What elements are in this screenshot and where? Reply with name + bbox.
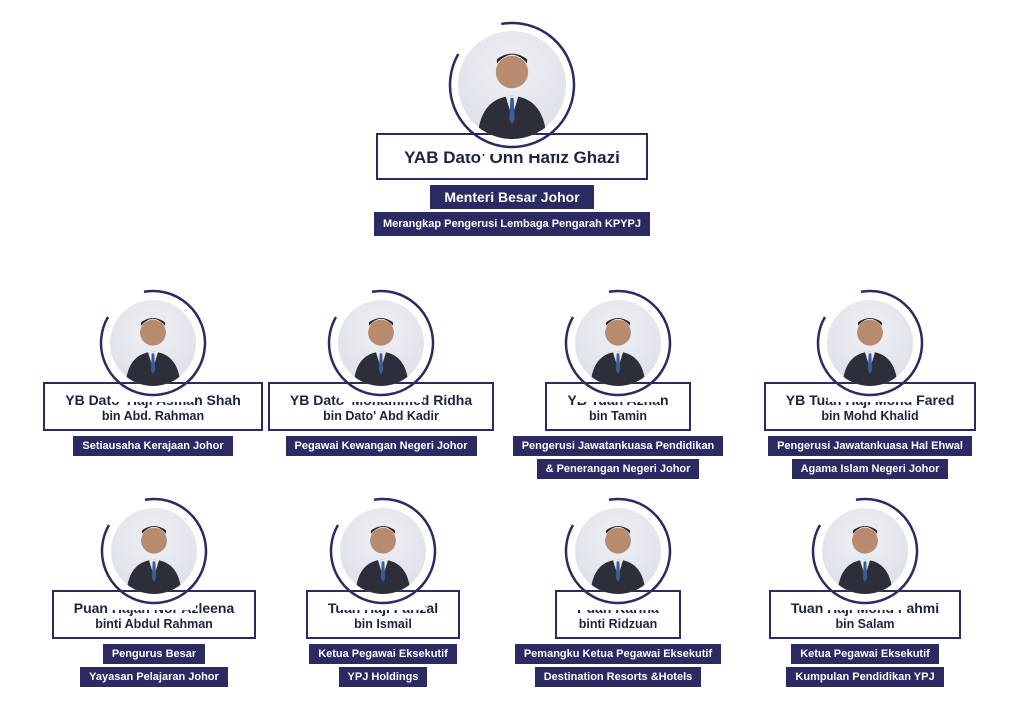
person-name-line2: bin Salam [835,617,895,631]
ring-arc [100,497,208,605]
role-badge: Ketua Pegawai Eksekutif [791,644,939,664]
role-badge: Pengurus Besar [102,644,206,664]
person-name: YAB Dato’ Onn Hafiz Ghazi [404,148,620,167]
role-badge: Setiausaha Kerajaan Johor [73,436,233,456]
person-name-line2: bin Tamin [588,409,648,423]
portrait-photo [110,300,196,386]
role-badge: Ketua Pegawai Eksekutif [309,644,457,664]
portrait-photo [340,508,426,594]
role-badge: Menteri Besar Johor [430,185,594,209]
portrait-frame [447,20,577,154]
portrait-frame [326,288,436,402]
portrait-frame [815,288,925,402]
person-name-line2: binti Ridzuan [578,617,658,631]
ring-arc [99,289,207,397]
ring-arc [811,497,919,605]
ring-arc [564,289,672,397]
role-badge: YPJ Holdings [338,667,428,687]
role-badge: Pemangku Ketua Pegawai Eksekutif [514,644,722,664]
portrait-photo [575,508,661,594]
ring-arc [448,21,576,149]
person-name-line2: bin Dato' Abd Kadir [323,409,439,423]
role-badge: Pegawai Kewangan Negeri Johor [285,436,477,456]
role-badge: Agama Islam Negeri Johor [791,459,949,479]
role-badge: Pengerusi Jawatankuasa Pendidikan [512,436,724,456]
portrait-photo [575,300,661,386]
portrait-frame [563,288,673,402]
ring-arc [327,289,435,397]
portrait-frame [99,496,209,610]
ring-arc [329,497,437,605]
person-name-line2: bin Mohd Khalid [821,409,919,423]
portrait-photo [827,300,913,386]
portrait-frame [810,496,920,610]
portrait-photo [458,31,566,139]
person-name-line2: bin Ismail [354,617,412,631]
role-badge: Yayasan Pelajaran Johor [80,667,228,687]
portrait-frame [98,288,208,402]
role-list: Pegawai Kewangan Negeri Johor [221,436,541,459]
portrait-photo [338,300,424,386]
portrait-frame [563,496,673,610]
role-badge: Kumpulan Pendidikan YPJ [786,667,944,687]
role-list: Pengerusi Jawatankuasa Pendidikan & Pener… [458,436,778,482]
role-badge: & Penerangan Negeri Johor [536,459,700,479]
person-name-line2: bin Abd. Rahman [101,409,205,423]
person-name-line2: binti Abdul Rahman [95,617,213,631]
portrait-photo [822,508,908,594]
role-badge: Pengerusi Jawatankuasa Hal Ehwal [768,436,972,456]
role-list: Setiausaha Kerajaan Johor [0,436,313,459]
role-badge: Merangkap Pengerusi Lembaga Pengarah KPY… [374,212,650,236]
role-badge: Destination Resorts &Hotels [534,667,702,687]
portrait-frame [328,496,438,610]
ring-arc [564,497,672,605]
portrait-photo [111,508,197,594]
ring-arc [816,289,924,397]
